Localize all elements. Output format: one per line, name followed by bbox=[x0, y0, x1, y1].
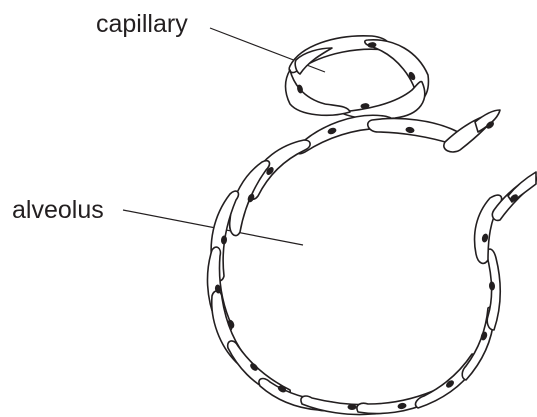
capillary-label: capillary bbox=[96, 10, 188, 38]
capillary bbox=[286, 36, 429, 119]
nucleus bbox=[348, 404, 357, 410]
alveolus-wall bbox=[207, 110, 536, 415]
capillary-cell bbox=[286, 70, 351, 115]
alveolus-label: alveolus bbox=[12, 196, 104, 224]
capillary-cell bbox=[340, 82, 425, 119]
alveolus-cell bbox=[475, 110, 500, 132]
